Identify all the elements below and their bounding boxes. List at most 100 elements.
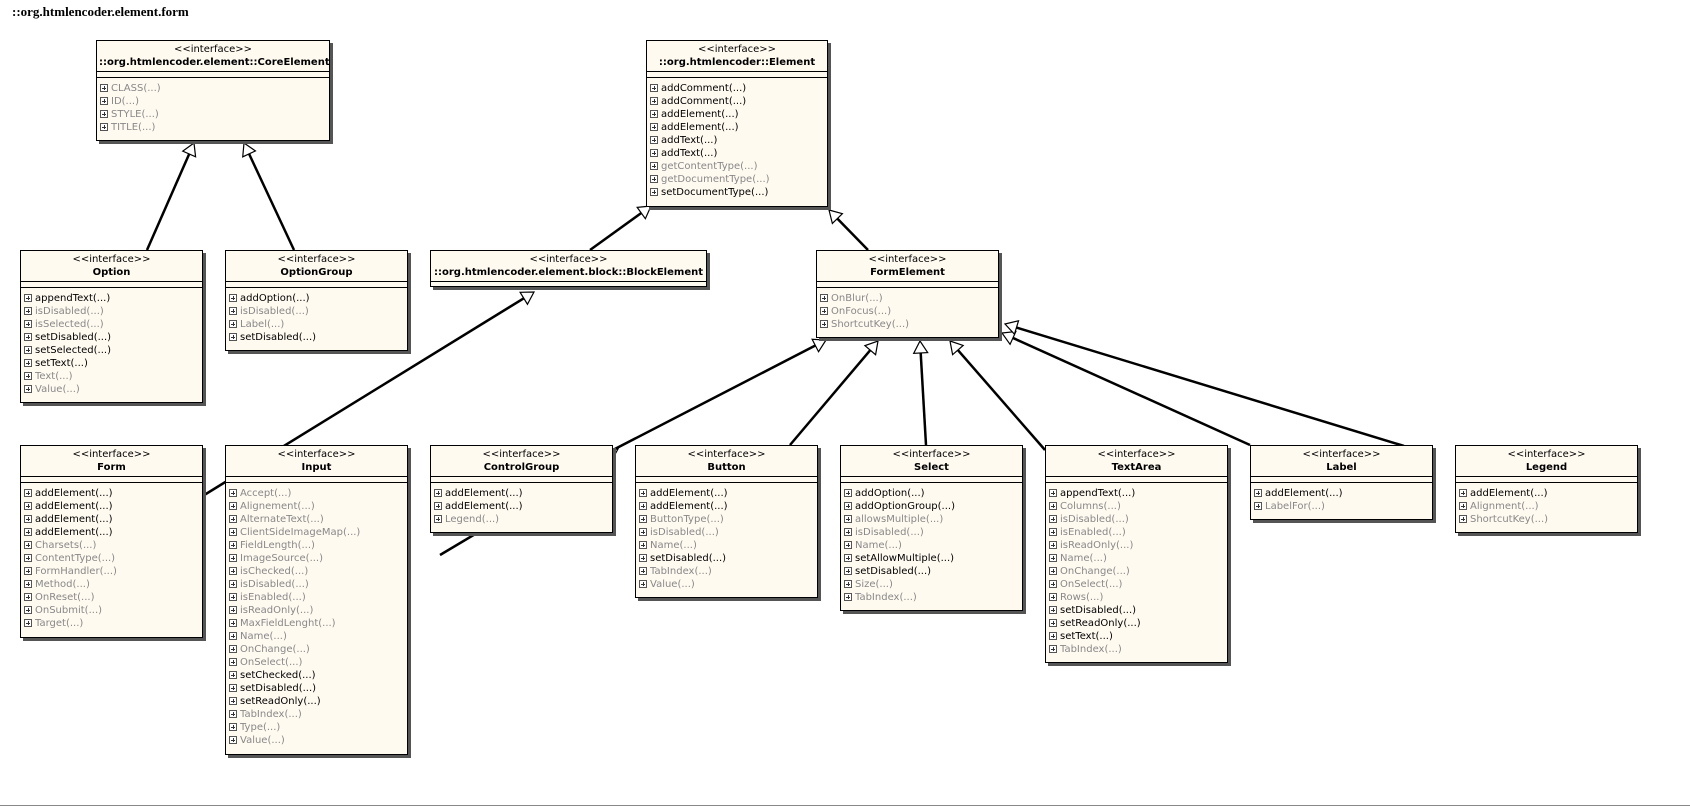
operation-row[interactable]: TabIndex(...) xyxy=(844,591,1019,604)
operation-row[interactable]: setText(...) xyxy=(24,357,199,370)
operation-row[interactable]: setText(...) xyxy=(1049,630,1224,643)
operation-row[interactable]: addOption(...) xyxy=(229,292,404,305)
operation-row[interactable]: Name(...) xyxy=(1049,552,1224,565)
expand-plus-icon[interactable] xyxy=(639,489,647,497)
operation-row[interactable]: setDocumentType(...) xyxy=(650,186,824,199)
expand-plus-icon[interactable] xyxy=(24,580,32,588)
operation-row[interactable]: addOption(...) xyxy=(844,487,1019,500)
operation-row[interactable]: addText(...) xyxy=(650,147,824,160)
expand-plus-icon[interactable] xyxy=(229,294,237,302)
operation-row[interactable]: isDisabled(...) xyxy=(229,578,404,591)
expand-plus-icon[interactable] xyxy=(24,515,32,523)
expand-plus-icon[interactable] xyxy=(1459,502,1467,510)
operation-row[interactable]: Label(...) xyxy=(229,318,404,331)
expand-plus-icon[interactable] xyxy=(1049,515,1057,523)
operation-row[interactable]: isSelected(...) xyxy=(24,318,199,331)
operation-row[interactable]: addElement(...) xyxy=(650,108,824,121)
expand-plus-icon[interactable] xyxy=(229,528,237,536)
operation-row[interactable]: getContentType(...) xyxy=(650,160,824,173)
expand-plus-icon[interactable] xyxy=(229,502,237,510)
operation-row[interactable]: TabIndex(...) xyxy=(1049,643,1224,656)
operation-row[interactable]: ButtonType(...) xyxy=(639,513,814,526)
operation-row[interactable]: isEnabled(...) xyxy=(1049,526,1224,539)
expand-plus-icon[interactable] xyxy=(820,294,828,302)
operation-row[interactable]: setReadOnly(...) xyxy=(229,695,404,708)
operation-row[interactable]: Name(...) xyxy=(639,539,814,552)
operation-row[interactable]: isDisabled(...) xyxy=(844,526,1019,539)
operation-row[interactable]: ID(...) xyxy=(100,95,326,108)
operation-row[interactable]: Alignement(...) xyxy=(229,500,404,513)
operation-row[interactable]: Name(...) xyxy=(844,539,1019,552)
expand-plus-icon[interactable] xyxy=(650,149,658,157)
expand-plus-icon[interactable] xyxy=(229,697,237,705)
operation-row[interactable]: Value(...) xyxy=(639,578,814,591)
expand-plus-icon[interactable] xyxy=(24,320,32,328)
expand-plus-icon[interactable] xyxy=(229,320,237,328)
operation-row[interactable]: setAllowMultiple(...) xyxy=(844,552,1019,565)
operation-row[interactable]: ShortcutKey(...) xyxy=(820,318,995,331)
expand-plus-icon[interactable] xyxy=(24,333,32,341)
expand-plus-icon[interactable] xyxy=(1049,489,1057,497)
operation-row[interactable]: addElement(...) xyxy=(639,500,814,513)
expand-plus-icon[interactable] xyxy=(229,658,237,666)
operation-row[interactable]: appendText(...) xyxy=(1049,487,1224,500)
expand-plus-icon[interactable] xyxy=(1049,528,1057,536)
operation-row[interactable]: addElement(...) xyxy=(24,526,199,539)
operation-row[interactable]: isChecked(...) xyxy=(229,565,404,578)
expand-plus-icon[interactable] xyxy=(1049,619,1057,627)
operation-row[interactable]: addElement(...) xyxy=(1459,487,1634,500)
operation-row[interactable]: ContentType(...) xyxy=(24,552,199,565)
operation-row[interactable]: FormHandler(...) xyxy=(24,565,199,578)
expand-plus-icon[interactable] xyxy=(24,593,32,601)
operation-row[interactable]: Value(...) xyxy=(229,734,404,747)
expand-plus-icon[interactable] xyxy=(650,97,658,105)
operation-row[interactable]: addElement(...) xyxy=(650,121,824,134)
expand-plus-icon[interactable] xyxy=(24,346,32,354)
operation-row[interactable]: isDisabled(...) xyxy=(24,305,199,318)
expand-plus-icon[interactable] xyxy=(100,123,108,131)
operation-row[interactable]: OnSubmit(...) xyxy=(24,604,199,617)
operation-row[interactable]: TITLE(...) xyxy=(100,121,326,134)
expand-plus-icon[interactable] xyxy=(24,606,32,614)
expand-plus-icon[interactable] xyxy=(24,489,32,497)
expand-plus-icon[interactable] xyxy=(24,554,32,562)
operation-row[interactable]: addElement(...) xyxy=(639,487,814,500)
operation-row[interactable]: Value(...) xyxy=(24,383,199,396)
expand-plus-icon[interactable] xyxy=(24,619,32,627)
expand-plus-icon[interactable] xyxy=(1049,593,1057,601)
operation-row[interactable]: Accept(...) xyxy=(229,487,404,500)
expand-plus-icon[interactable] xyxy=(650,175,658,183)
expand-plus-icon[interactable] xyxy=(24,385,32,393)
operation-row[interactable]: ClientSideImageMap(...) xyxy=(229,526,404,539)
expand-plus-icon[interactable] xyxy=(639,580,647,588)
expand-plus-icon[interactable] xyxy=(650,123,658,131)
expand-plus-icon[interactable] xyxy=(650,110,658,118)
expand-plus-icon[interactable] xyxy=(24,359,32,367)
operation-row[interactable]: addElement(...) xyxy=(434,500,609,513)
operation-row[interactable]: setSelected(...) xyxy=(24,344,199,357)
operation-row[interactable]: Name(...) xyxy=(229,630,404,643)
operation-row[interactable]: ImageSource(...) xyxy=(229,552,404,565)
expand-plus-icon[interactable] xyxy=(229,489,237,497)
expand-plus-icon[interactable] xyxy=(24,567,32,575)
operation-row[interactable]: Charsets(...) xyxy=(24,539,199,552)
expand-plus-icon[interactable] xyxy=(1049,541,1057,549)
expand-plus-icon[interactable] xyxy=(844,541,852,549)
operation-row[interactable]: setDisabled(...) xyxy=(844,565,1019,578)
expand-plus-icon[interactable] xyxy=(229,736,237,744)
expand-plus-icon[interactable] xyxy=(434,489,442,497)
expand-plus-icon[interactable] xyxy=(229,710,237,718)
operation-row[interactable]: isReadOnly(...) xyxy=(229,604,404,617)
operation-row[interactable]: Type(...) xyxy=(229,721,404,734)
expand-plus-icon[interactable] xyxy=(1049,567,1057,575)
expand-plus-icon[interactable] xyxy=(650,84,658,92)
operation-row[interactable]: CLASS(...) xyxy=(100,82,326,95)
operation-row[interactable]: Target(...) xyxy=(24,617,199,630)
